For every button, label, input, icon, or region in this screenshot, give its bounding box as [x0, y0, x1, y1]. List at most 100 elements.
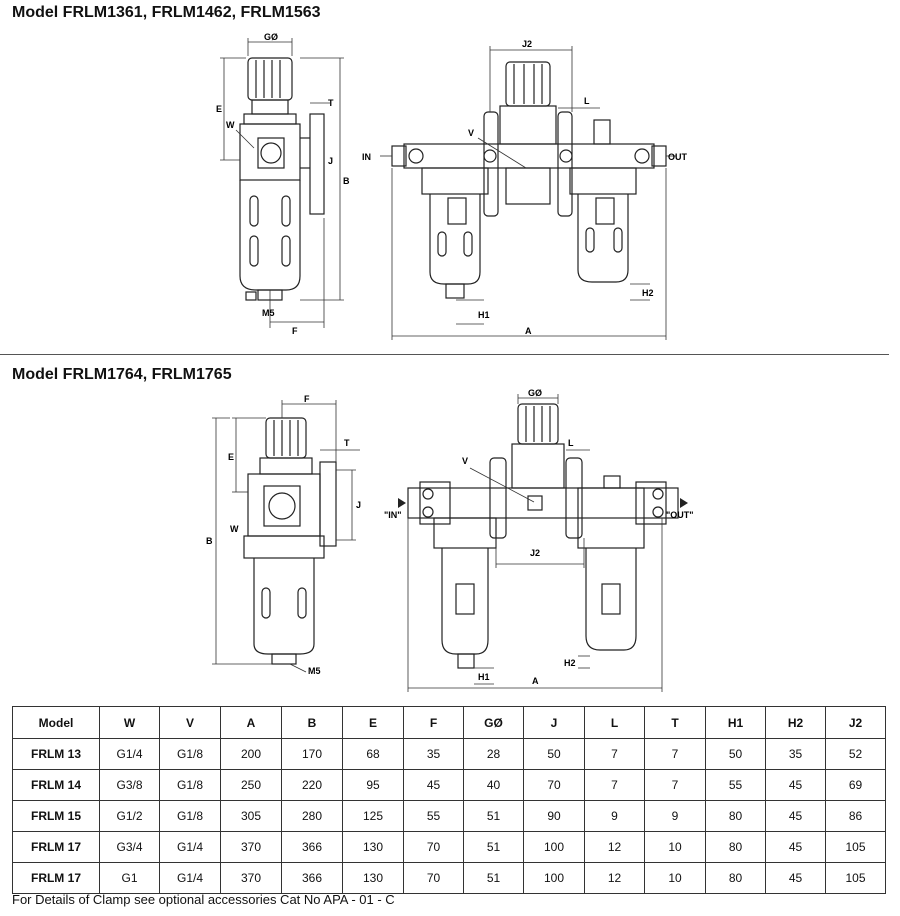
- section-divider: [0, 354, 889, 355]
- table-cell: 100: [523, 831, 585, 863]
- table-cell: 12: [584, 862, 645, 894]
- table-cell: 7: [584, 738, 645, 770]
- table-cell: 70: [403, 831, 464, 863]
- table-cell: 55: [403, 800, 464, 832]
- table-cell-model: FRLM 14: [12, 769, 100, 801]
- table-cell: G1: [99, 862, 160, 894]
- header-t: T: [644, 706, 706, 739]
- table-cell: 70: [403, 862, 464, 894]
- table-cell: 9: [644, 800, 706, 832]
- table-cell: G3/8: [99, 769, 160, 801]
- side1-label-m5: M5: [262, 308, 275, 318]
- front2-label-v: V: [462, 456, 468, 466]
- header-model: Model: [12, 706, 100, 739]
- table-cell: 55: [705, 769, 766, 801]
- table-cell: 280: [281, 800, 343, 832]
- header-e: E: [342, 706, 404, 739]
- front1-label-j2: J2: [522, 39, 532, 49]
- table-cell: 170: [281, 738, 343, 770]
- side2-label-b: B: [206, 536, 213, 546]
- table-cell: 125: [342, 800, 404, 832]
- in-arrow-icon: [398, 498, 406, 508]
- table-cell: G1/2: [99, 800, 160, 832]
- front2-label-in: "IN": [384, 510, 402, 520]
- table-cell: 10: [644, 862, 706, 894]
- front2-label-a: A: [532, 676, 539, 686]
- table-cell: 370: [220, 862, 282, 894]
- section1-front-view-drawing: J2 L V IN OUT H2 H1 A: [362, 39, 688, 340]
- table-cell: 105: [825, 862, 886, 894]
- header-v: V: [159, 706, 221, 739]
- front1-label-l: L: [584, 96, 590, 106]
- front1-label-in: IN: [362, 152, 371, 162]
- side1-label-j: J: [328, 156, 333, 166]
- table-cell: 250: [220, 769, 282, 801]
- header-a: A: [220, 706, 282, 739]
- table-cell: G3/4: [99, 831, 160, 863]
- table-cell: 7: [644, 738, 706, 770]
- table-cell: G1/8: [159, 738, 221, 770]
- front2-label-out: "OUT": [666, 510, 694, 520]
- table-cell: 7: [584, 769, 645, 801]
- table-cell: 51: [463, 800, 524, 832]
- table-cell: 35: [765, 738, 826, 770]
- table-cell: 52: [825, 738, 886, 770]
- section2-side-view-drawing: F T E J W B M5: [206, 394, 361, 676]
- side2-label-t: T: [344, 438, 350, 448]
- table-cell: 100: [523, 862, 585, 894]
- table-cell: 366: [281, 831, 343, 863]
- front1-label-h1: H1: [478, 310, 490, 320]
- out-arrow-icon: [680, 498, 688, 508]
- table-cell: 50: [705, 738, 766, 770]
- table-cell: 50: [523, 738, 585, 770]
- footnote: For Details of Clamp see optional access…: [12, 892, 395, 907]
- side2-label-j: J: [356, 500, 361, 510]
- table-cell: 7: [644, 769, 706, 801]
- side2-label-w: W: [230, 524, 239, 534]
- table-cell-model: FRLM 17: [12, 862, 100, 894]
- table-cell: 69: [825, 769, 886, 801]
- header-b: B: [281, 706, 343, 739]
- table-cell: 200: [220, 738, 282, 770]
- front2-label-l: L: [568, 438, 574, 448]
- table-cell-model: FRLM 17: [12, 831, 100, 863]
- table-cell-model: FRLM 15: [12, 800, 100, 832]
- table-cell: 45: [765, 769, 826, 801]
- table-cell: 45: [765, 800, 826, 832]
- table-cell: 90: [523, 800, 585, 832]
- table-cell: 366: [281, 862, 343, 894]
- table-cell: 35: [403, 738, 464, 770]
- side1-label-e: E: [216, 104, 222, 114]
- table-cell: G1/4: [159, 862, 221, 894]
- section2-front-view-drawing: GØ L V "IN" "OUT" J2 H2 H1 A: [384, 388, 694, 692]
- section2-title: Model FRLM1764, FRLM1765: [12, 366, 232, 383]
- side2-label-e: E: [228, 452, 234, 462]
- table-cell: 28: [463, 738, 524, 770]
- header-f: F: [403, 706, 464, 739]
- front1-label-v: V: [468, 128, 474, 138]
- front1-label-a: A: [525, 326, 532, 336]
- header-h2: H2: [765, 706, 826, 739]
- front2-label-j2: J2: [530, 548, 540, 558]
- header-g: GØ: [463, 706, 524, 739]
- table-cell: G1/4: [159, 831, 221, 863]
- side1-label-g: GØ: [264, 32, 278, 42]
- table-cell: 95: [342, 769, 404, 801]
- side1-label-t: T: [328, 98, 334, 108]
- table-cell: 45: [403, 769, 464, 801]
- side2-label-f: F: [304, 394, 310, 404]
- header-w: W: [99, 706, 160, 739]
- table-cell: 305: [220, 800, 282, 832]
- table-cell: 80: [705, 800, 766, 832]
- side2-label-m5: M5: [308, 666, 321, 676]
- table-cell: G1/4: [99, 738, 160, 770]
- dimensions-table: Model W V A B E F GØ J L T H1 H2 J2 FRLM…: [12, 706, 886, 894]
- front1-label-out: OUT: [668, 152, 688, 162]
- header-h1: H1: [705, 706, 766, 739]
